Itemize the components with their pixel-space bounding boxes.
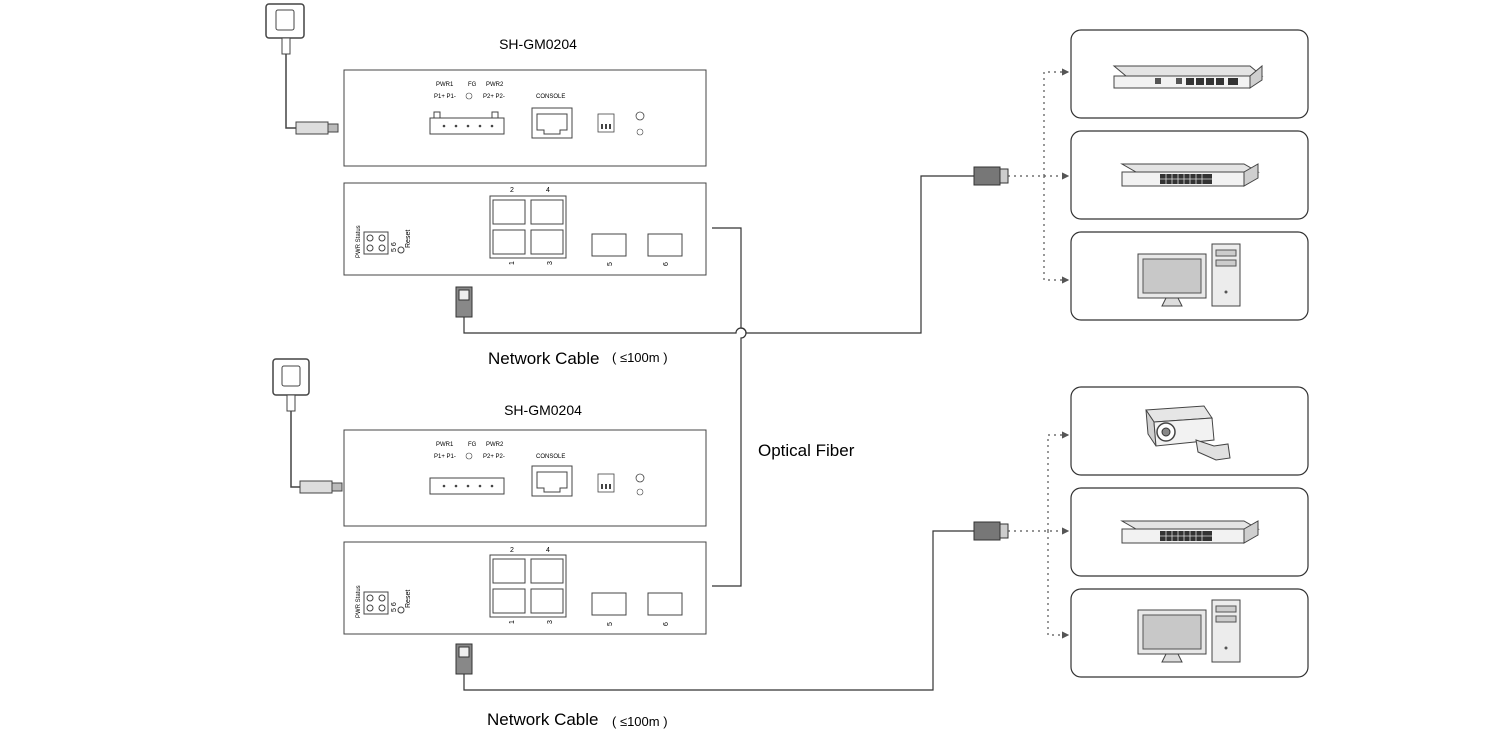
- port-label-2: 2: [510, 547, 514, 554]
- fg-label: FG: [468, 82, 477, 88]
- rj45-plug-icon: [973, 521, 1009, 541]
- port-label-1: 1: [509, 620, 516, 624]
- rj45-plug-icon: [455, 643, 473, 675]
- led-ports-label: 5 6: [391, 602, 398, 612]
- pwr2-label: PWR2: [486, 442, 504, 448]
- terminal-block-icon: [429, 477, 505, 495]
- led-ports-label: 5 6: [391, 242, 398, 252]
- switch-top-panel: [343, 69, 707, 167]
- device-box-switch: [1070, 487, 1309, 577]
- network-cable-spec: ( ≤100m ): [612, 350, 668, 365]
- power-adapter-icon: [265, 3, 339, 135]
- network-cable-label: Network Cable: [487, 710, 599, 729]
- pwr2-label: PWR2: [486, 82, 504, 88]
- camera-icon: [1145, 405, 1231, 461]
- network-cable-top: [463, 175, 974, 334]
- rj45-plug-icon: [973, 166, 1009, 186]
- port-label-1: 1: [509, 261, 516, 265]
- terminal-block-icon: [429, 111, 505, 135]
- rj45-ports-icon: [489, 195, 567, 259]
- port-label-3: 3: [547, 261, 554, 265]
- optical-fiber-line: [712, 227, 747, 587]
- computer-icon: [1137, 599, 1241, 663]
- led-status-label: PWR Status: [356, 585, 362, 618]
- port-label-2: 2: [510, 187, 514, 194]
- p1-label: P1+ P1-: [434, 94, 456, 100]
- device-box-switch: [1070, 130, 1309, 220]
- led-status-label: PWR Status: [356, 225, 362, 258]
- switch-bottom: SH-GM0204 PWR1 FG PWR2 P1+ P1- P2+ P2- C…: [272, 358, 707, 675]
- optical-fiber-label: Optical Fiber: [758, 441, 855, 460]
- power-adapter-icon: [272, 358, 343, 494]
- port-label-5: 5: [607, 622, 614, 626]
- port-label-6: 6: [663, 262, 670, 266]
- rj45-ports-icon: [489, 554, 567, 618]
- device-box-camera: [1070, 386, 1309, 476]
- router-icon: [1112, 64, 1264, 89]
- port-label-4: 4: [546, 187, 550, 194]
- console-port-icon: [531, 465, 573, 497]
- distribution-lines-top: [1008, 68, 1070, 284]
- sfp-ports-icon: [591, 233, 683, 257]
- network-cable-label: Network Cable: [488, 349, 600, 368]
- computer-icon: [1137, 243, 1241, 307]
- device-box-computer: [1070, 231, 1309, 321]
- switch-model-label: SH-GM0204: [504, 402, 582, 418]
- port-label-4: 4: [546, 547, 550, 554]
- switch-model-label: SH-GM0204: [499, 36, 577, 52]
- console-label: CONSOLE: [536, 454, 565, 460]
- device-box-computer: [1070, 588, 1309, 678]
- p1-label: P1+ P1-: [434, 454, 456, 460]
- sfp-ports-icon: [591, 592, 683, 616]
- console-port-icon: [531, 107, 573, 139]
- port-label-3: 3: [547, 620, 554, 624]
- pwr1-label: PWR1: [436, 442, 454, 448]
- p2-label: P2+ P2-: [483, 454, 505, 460]
- console-label: CONSOLE: [536, 94, 565, 100]
- reset-label: Reset: [405, 590, 412, 608]
- port-label-5: 5: [607, 262, 614, 266]
- switch-icon: [1120, 520, 1260, 544]
- switch-icon: [1120, 163, 1260, 187]
- network-cable-spec: ( ≤100m ): [612, 714, 668, 729]
- dip-switch-icon: [597, 473, 615, 493]
- pwr1-label: PWR1: [436, 82, 454, 88]
- port-label-6: 6: [663, 622, 670, 626]
- distribution-lines-bottom: [1008, 431, 1070, 639]
- rj45-plug-icon: [455, 286, 473, 318]
- switch-top: SH-GM0204 PWR1 FG PWR2 P1+ P1- P2+ P2- C…: [265, 3, 707, 318]
- switch-top-panel: [343, 429, 707, 527]
- reset-label: Reset: [405, 230, 412, 248]
- p2-label: P2+ P2-: [483, 94, 505, 100]
- network-cable-bottom: [463, 530, 974, 691]
- dip-switch-icon: [597, 113, 615, 133]
- fg-label: FG: [468, 442, 477, 448]
- device-box-router: [1070, 29, 1309, 119]
